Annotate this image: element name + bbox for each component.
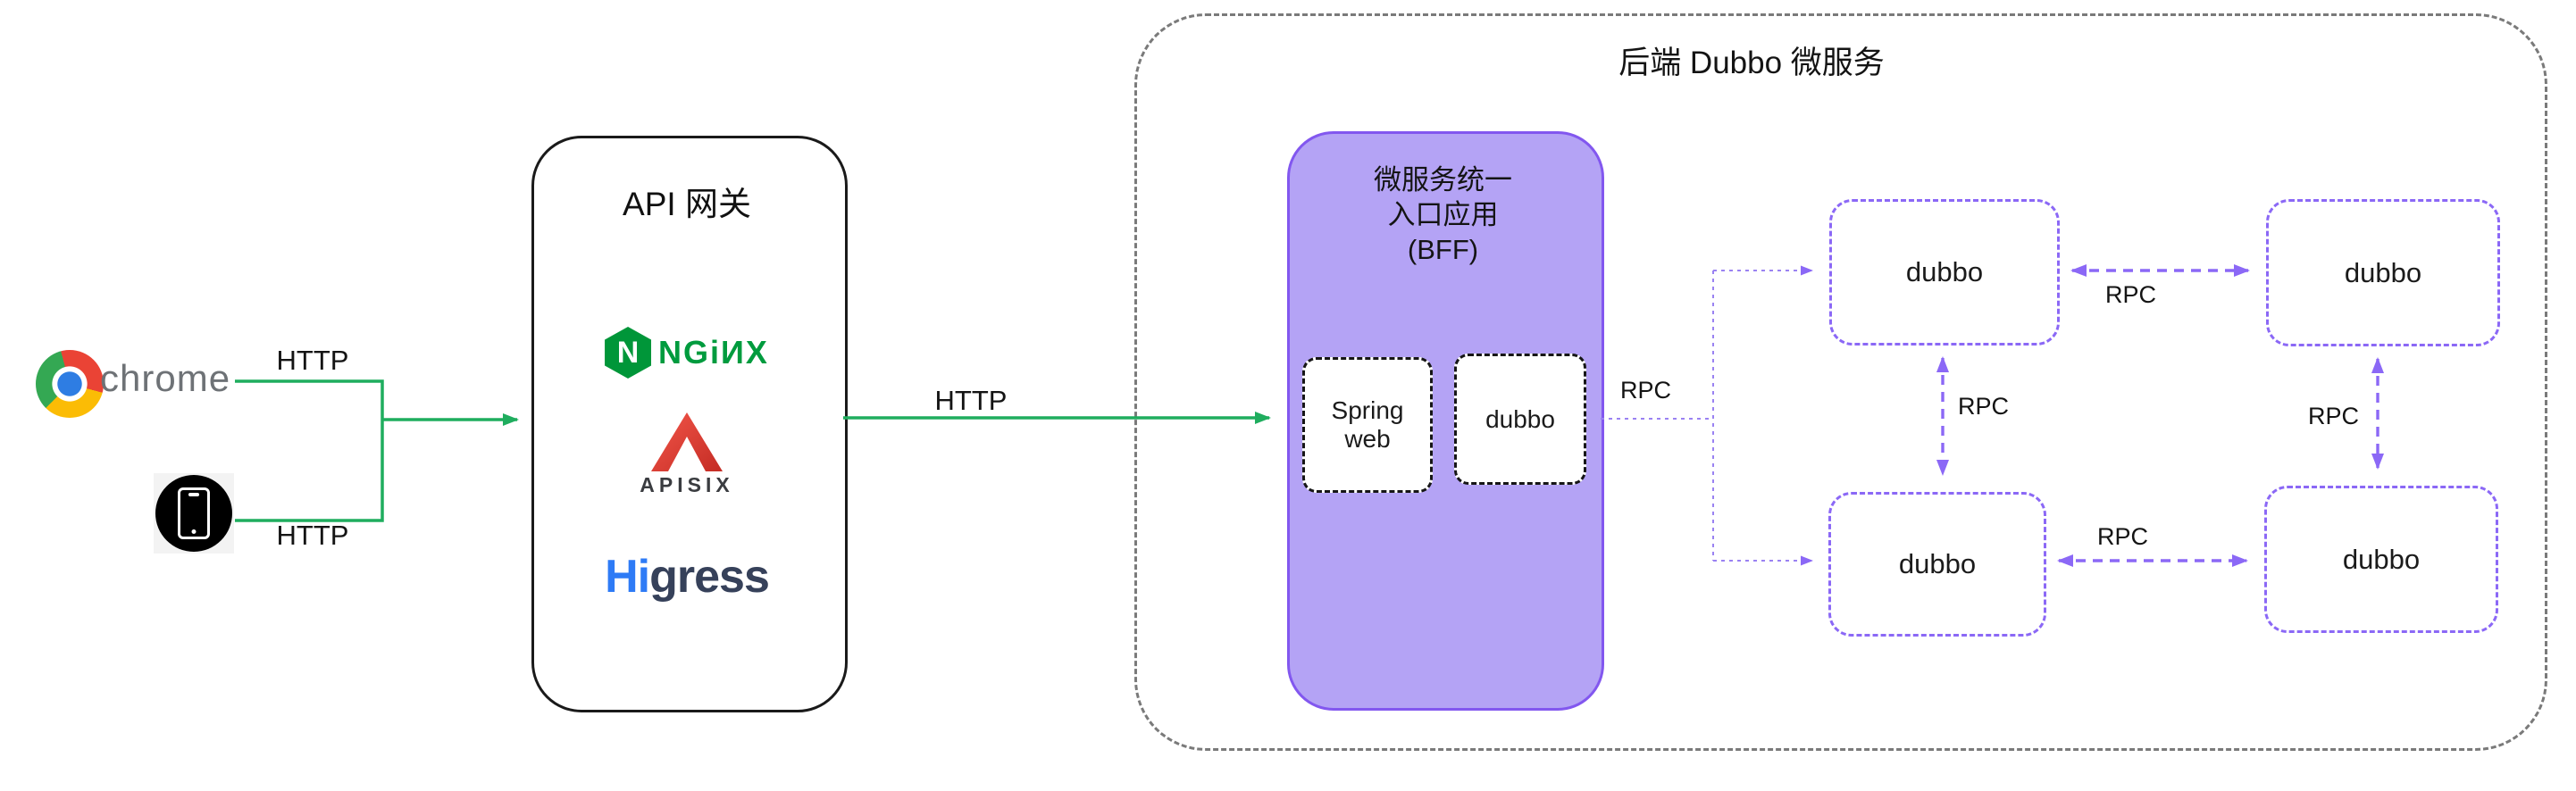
backend-dubbo-container (1134, 13, 2547, 751)
bff-title-line1: 微服务统一 (1374, 164, 1512, 196)
nginx-wordmark: NGiИX (658, 334, 769, 371)
higress-logo: Higress (531, 551, 842, 603)
spring-web-label-line2: web (1344, 425, 1391, 453)
spring-web-label-line1: Spring (1331, 396, 1404, 424)
dubbo-node-top-right: dubbo (2266, 199, 2500, 346)
smartphone-icon (155, 475, 232, 552)
rpc-label-right: RPC (2308, 403, 2360, 429)
bff-dubbo-box: dubbo (1454, 354, 1586, 485)
higress-wordmark-hi: Hi (605, 551, 650, 603)
bff-title: 微服务统一 入口应用 (BFF) (1287, 162, 1599, 267)
dubbo-node-bottom-right: dubbo (2264, 486, 2498, 633)
chrome-logo-icon (36, 350, 104, 418)
rpc-label-bottom: RPC (2097, 523, 2149, 550)
nginx-logo: N NGiИX (531, 327, 842, 379)
higress-wordmark-gress: gress (649, 551, 770, 603)
rpc-label-left: RPC (1958, 393, 2010, 420)
apisix-logo: APISIX (531, 412, 842, 495)
rpc-label-top: RPC (2105, 281, 2157, 308)
mobile-client (154, 473, 234, 554)
http-line-clients-merge (235, 379, 384, 522)
rpc-label-bff: RPC (1620, 377, 1672, 404)
bff-title-line3: (BFF) (1407, 234, 1479, 265)
api-gateway-title: API 网关 (623, 186, 751, 222)
apisix-triangle-icon (651, 412, 723, 471)
bff-title-line2: 入口应用 (1387, 199, 1499, 230)
backend-title: 后端 Dubbo 微服务 (1618, 46, 1885, 80)
http-label-phone: HTTP (276, 520, 349, 551)
nginx-hexagon-icon: N (605, 327, 652, 379)
http-label-chrome: HTTP (276, 345, 349, 376)
http-label-gateway-to-backend: HTTP (934, 385, 1008, 416)
apisix-wordmark: APISIX (640, 473, 734, 496)
dubbo-node-top-left: dubbo (1829, 199, 2060, 346)
chrome-label: chrome (100, 357, 231, 399)
spring-web-box: Spring web (1302, 357, 1433, 493)
dubbo-node-bottom-left: dubbo (1828, 492, 2046, 637)
